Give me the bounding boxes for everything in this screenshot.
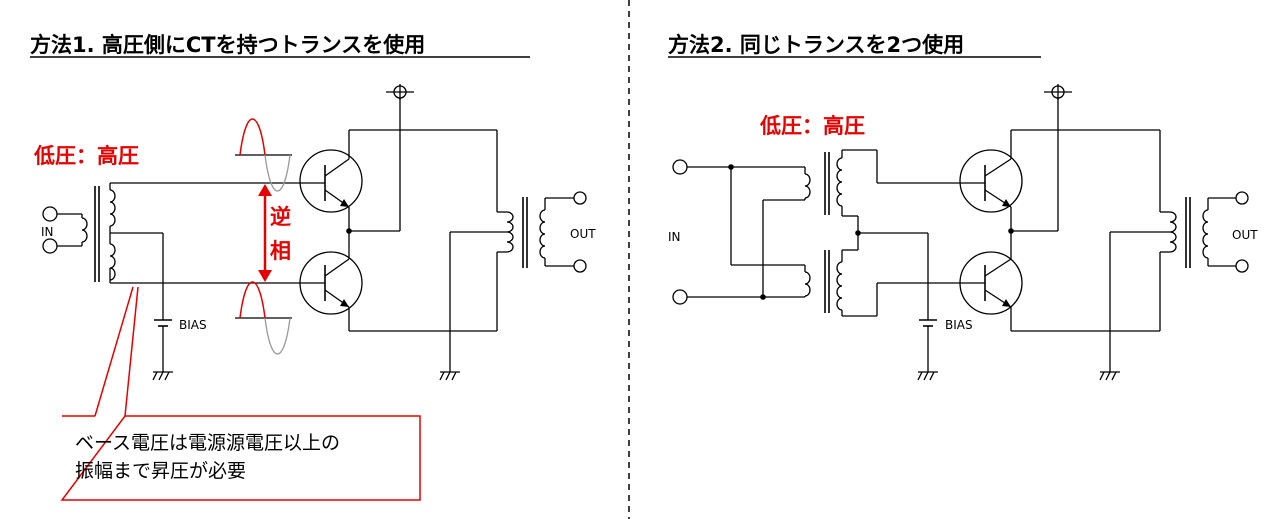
method1-ratio-label: 低圧：高圧 bbox=[33, 144, 139, 168]
method2-input-terminals bbox=[672, 159, 805, 305]
method2-ground-output-icon bbox=[1099, 371, 1120, 381]
method1-output-transformer-icon bbox=[497, 191, 587, 273]
method1-reverse-phase-arrow-icon bbox=[258, 184, 272, 282]
method1-reverse-label-bottom: 相 bbox=[270, 239, 291, 263]
method2-panel: 方法2. 同じトランスを2つ使用 低圧：高圧 IN bbox=[668, 33, 1258, 381]
method2-transistor-lower-icon bbox=[955, 231, 1023, 331]
method1-bias-label: BIAS bbox=[179, 318, 207, 332]
input-terminal-top bbox=[42, 206, 58, 222]
method1-reverse-label-top: 逆 bbox=[270, 205, 291, 229]
method2-transistor-upper-icon bbox=[955, 130, 1023, 231]
method2-transformer-upper-icon bbox=[804, 149, 955, 233]
method1-transformer-secondary bbox=[109, 182, 300, 320]
method2-title: 方法2. 同じトランスを2つ使用 bbox=[668, 33, 964, 57]
method2-ratio-label: 低圧：高圧 bbox=[759, 114, 865, 138]
method1-title: 方法1. 高圧側にCTを持つトランスを使用 bbox=[30, 33, 425, 57]
method2-in-label: IN bbox=[668, 230, 681, 244]
method1-vcc-terminal-icon bbox=[386, 84, 414, 100]
method1-panel: 方法1. 高圧側にCTを持つトランスを使用 低圧：高圧 IN bbox=[30, 33, 596, 501]
method1-out-label: OUT bbox=[570, 227, 596, 241]
method1-callout-line1: ベース電圧は電源源電圧以上の bbox=[75, 432, 340, 454]
method2-out-label: OUT bbox=[1232, 228, 1258, 242]
method1-transistor-upper-icon bbox=[299, 130, 363, 231]
method1-bias-battery bbox=[154, 319, 172, 372]
method1-ground-bias-icon bbox=[152, 371, 173, 381]
method2-bias-label: BIAS bbox=[945, 318, 973, 332]
method1-input-terminals bbox=[42, 206, 88, 254]
method2-transformer-lower-icon bbox=[804, 233, 955, 317]
method1-output-wiring bbox=[346, 98, 507, 372]
method1-transformer-core bbox=[94, 186, 100, 282]
method1-callout-line2: 振幅まで昇圧が必要 bbox=[75, 460, 246, 482]
input-terminal-bottom bbox=[42, 238, 58, 254]
method2-output-wiring bbox=[1008, 98, 1170, 372]
method2-ground-bias-icon bbox=[917, 371, 938, 381]
method1-transistor-lower-icon bbox=[299, 231, 363, 331]
method2-output-transformer-icon bbox=[1160, 191, 1249, 273]
method1-ground-output-icon bbox=[439, 371, 460, 381]
method1-waveform-bottom-icon bbox=[235, 281, 292, 355]
method1-waveform-top-icon bbox=[235, 118, 292, 192]
method1-callout: ベース電圧は電源源電圧以上の 振幅まで昇圧が必要 bbox=[60, 286, 421, 501]
method1-in-label: IN bbox=[41, 225, 54, 239]
method2-bias-battery bbox=[855, 230, 937, 372]
method2-vcc-terminal-icon bbox=[1044, 84, 1072, 100]
